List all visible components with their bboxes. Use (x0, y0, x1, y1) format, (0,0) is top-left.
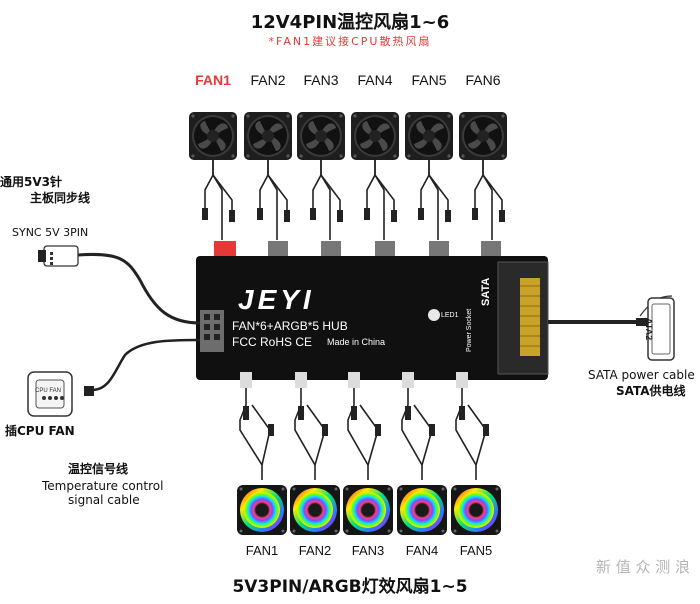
sata-en-label: SATA power cable (588, 368, 695, 382)
cpu-fan-connector-icon (27, 371, 73, 417)
cpu-fan-cn-label: 插CPU FAN (5, 424, 75, 438)
sata-cn-label: SATA供电线 (616, 384, 686, 398)
top-fan-label-6: FAN6 (465, 72, 501, 88)
temp-cn-label: 温控信号线 (68, 462, 129, 476)
page-title: 12V4PIN温控风扇1~6 (250, 12, 450, 33)
hub-brand: JEYI (238, 284, 315, 315)
bottom-fan-1-icon (237, 485, 287, 535)
hub-made-in: Made in China (327, 337, 386, 347)
watermark: 新 值 众 测 浪 (595, 558, 690, 576)
sata-cable (548, 295, 675, 361)
hub-bottom-pins (240, 372, 468, 388)
hub-cert: FCC RoHS CE (232, 335, 313, 349)
top-fan-label-2: FAN2 (250, 72, 286, 88)
bottom-fan-cables (239, 388, 487, 480)
bottom-fan-4-icon (397, 485, 447, 535)
bottom-fan-label-5: FAN5 (459, 543, 493, 558)
bottom-fan-3-icon (343, 485, 393, 535)
top-fan-4-icon (351, 112, 399, 160)
bottom-fan-label-3: FAN3 (351, 543, 385, 558)
ata-label: ATA2 (644, 318, 654, 341)
temp-control-cable (84, 338, 201, 396)
hub-led-label: LED1 (441, 312, 459, 319)
page-subtitle: *FAN1建议接CPU散热风扇 (268, 35, 432, 48)
temp-en-line1: Temperature control (42, 479, 164, 493)
bottom-cable-plugs (243, 406, 489, 436)
hub-sata-label: SATA (480, 277, 492, 306)
sync-cn-line1: 通用5V3针 (0, 175, 62, 189)
top-fan-2-icon (244, 112, 292, 160)
top-fan-3-icon (297, 112, 345, 160)
top-fan-label-3: FAN3 (303, 72, 339, 88)
top-fan-label-5: FAN5 (411, 72, 447, 88)
top-fan-5-icon (405, 112, 453, 160)
bottom-fan-5-icon (451, 485, 501, 535)
sync-en-label: SYNC 5V 3PIN (12, 226, 89, 239)
cpu-fan-icon-text: CPU FAN (35, 388, 62, 394)
led-indicator (428, 309, 440, 321)
bottom-fan-label-2: FAN2 (298, 543, 332, 558)
top-fan-cables (204, 160, 503, 240)
top-cable-plugs (202, 208, 505, 222)
bottom-fan-label-4: FAN4 (405, 543, 439, 558)
top-fan-6-icon (459, 112, 507, 160)
sync-cable (38, 245, 201, 325)
top-fan-label-1: FAN1 (195, 72, 231, 88)
top-fan-1-icon (189, 112, 237, 160)
left-pin-header (200, 310, 224, 352)
bottom-fan-label-1: FAN1 (245, 543, 279, 558)
bottom-fan-2-icon (290, 485, 340, 535)
hub-power-socket: Power Socket (466, 308, 473, 352)
sync-cn-line2: 主板同步线 (30, 191, 91, 205)
top-fan-label-4: FAN4 (357, 72, 393, 88)
hub-board (196, 256, 548, 380)
temp-en-line2: signal cable (68, 493, 140, 507)
hub-model: FAN*6+ARGB*5 HUB (232, 319, 348, 333)
bottom-title: 5V3PIN/ARGB灯效风扇1~5 (232, 577, 468, 597)
